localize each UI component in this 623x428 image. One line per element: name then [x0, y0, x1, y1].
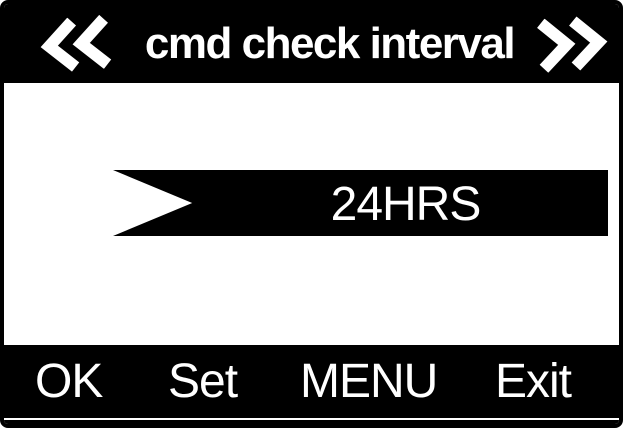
title-bar: cmd check interval: [4, 4, 619, 83]
selected-option-ribbon[interactable]: 24HRS: [113, 170, 608, 236]
ok-button[interactable]: OK: [35, 355, 103, 408]
double-chevron-left-icon: [40, 14, 112, 72]
set-button[interactable]: Set: [168, 355, 238, 408]
next-menu-button[interactable]: [525, 16, 617, 73]
softkey-bar: OK Set MENU Exit: [4, 345, 619, 418]
selected-option-value: 24HRS: [330, 177, 482, 231]
footer-divider: [4, 418, 619, 420]
footer-under-strip: [4, 420, 619, 424]
prev-menu-button[interactable]: [34, 14, 120, 72]
menu-button[interactable]: MENU: [300, 355, 438, 408]
double-chevron-right-icon: [537, 16, 608, 73]
page-title: cmd check interval: [144, 19, 516, 68]
exit-button[interactable]: Exit: [495, 355, 572, 408]
